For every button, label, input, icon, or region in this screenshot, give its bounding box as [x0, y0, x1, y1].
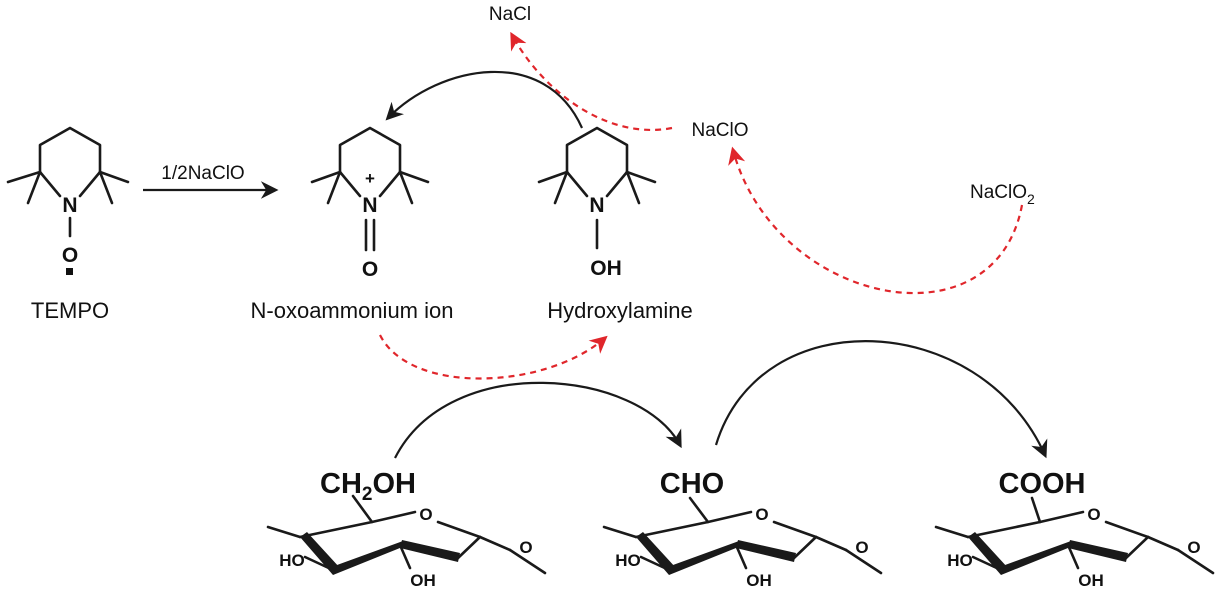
tempo-label: TEMPO [31, 298, 109, 323]
oh-group-1: OH [410, 571, 436, 590]
cho-to-cooh-arrow [714, 340, 1048, 459]
radical-dot-icon [66, 268, 73, 275]
cooh-group: COOH [999, 468, 1086, 500]
ho-group-3: HO [947, 551, 973, 570]
oh-group-3: OH [1078, 571, 1104, 590]
sugar-unit-ch2oh: CH2OH O O HO OH [266, 468, 547, 590]
oxoammonium-o-atom: O [362, 258, 378, 281]
ho-group-2: HO [615, 551, 641, 570]
half-naclo-label: 1/2NaClO [161, 163, 244, 184]
oxoammonium-label: N-oxoammonium ion [251, 298, 454, 323]
glycosidic-oxygen-1: O [519, 538, 532, 557]
oxoammonium-to-hydroxylamine-arrow [379, 334, 608, 380]
hydroxylamine-n-atom: N [589, 194, 604, 217]
glycosidic-oxygen-3: O [1187, 538, 1200, 557]
hydroxylamine-structure: N OH [537, 126, 657, 280]
ho-group-1: HO [279, 551, 305, 570]
oxoammonium-n-atom: N [362, 194, 377, 217]
ring-oxygen-1: O [419, 505, 432, 524]
naclo-label: NaClO [691, 120, 748, 141]
nacl-label: NaCl [489, 4, 531, 25]
hydroxylamine-label: Hydroxylamine [547, 298, 693, 323]
naclo2-label: NaClO2 [970, 182, 1035, 207]
tempo-n-atom: N [62, 194, 77, 217]
ring-oxygen-2: O [755, 505, 768, 524]
glycosidic-oxygen-2: O [855, 538, 868, 557]
cho-group: CHO [660, 468, 724, 500]
regeneration-arrow [385, 70, 584, 129]
ch2oh-group: CH2OH [320, 468, 416, 505]
ring-oxygen-3: O [1087, 505, 1100, 524]
tempo-o-atom: O [62, 244, 78, 267]
oxoammonium-structure: + N O [310, 126, 430, 281]
oh-group-2: OH [746, 571, 772, 590]
hydroxylamine-oh-group: OH [590, 257, 622, 280]
sugar-unit-cho: CHO O O HO OH [602, 468, 883, 590]
naclo-to-nacl-arrow [510, 31, 673, 131]
ch2oh-to-cho-arrow [394, 381, 682, 459]
naclo2-to-naclo-arrow [728, 146, 1024, 295]
sugar-unit-cooh: COOH O O HO OH [934, 468, 1215, 590]
tempo-structure: N O [6, 126, 130, 275]
charge-plus-label: + [365, 169, 375, 188]
